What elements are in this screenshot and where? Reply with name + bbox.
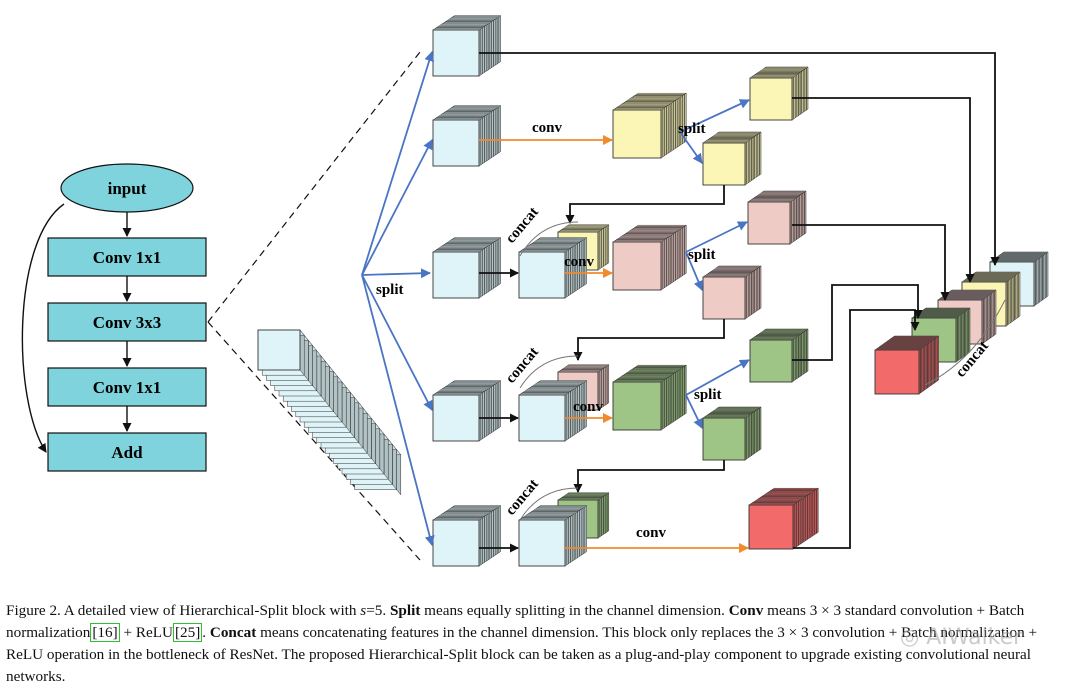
split-y4b: [702, 406, 762, 461]
skip-row5: [793, 309, 920, 549]
caption-ref-25[interactable]: [25]: [172, 623, 203, 642]
skip-row2: [792, 97, 975, 283]
conv3x3-label: Conv 3x3: [93, 313, 161, 332]
caption-concat: Concat: [209, 624, 257, 641]
watermark: ◎ AIWalker: [900, 625, 1023, 650]
split-y2b: [702, 131, 762, 186]
split-arrow-row3a: [685, 221, 748, 253]
concat-arc: [519, 221, 579, 257]
caption-split-text: means equally splitting in the channel d…: [420, 602, 729, 619]
split-arrow-5: [361, 274, 435, 546]
split-y3b: [702, 265, 762, 320]
split-arrow-4: [361, 274, 433, 411]
caption-s: s: [360, 602, 367, 619]
input-label: input: [108, 179, 147, 198]
split-arrow-row4a: [685, 359, 750, 396]
split-arrow-2: [361, 139, 433, 276]
conv3x3-box: [47, 302, 207, 342]
caption-concat-text: means concatenating features in the chan…: [6, 624, 1038, 685]
hierarchical-split-diagram: input Conv 1x1 Conv 3x3 Conv 1x1 Add spl…: [21, 15, 1049, 567]
conv-label-row2: conv: [532, 120, 563, 136]
split-arrow-row4b: [685, 394, 703, 429]
split-x1: [432, 15, 502, 77]
caption-conv: Conv: [728, 602, 764, 619]
caption-mid: + ReLU: [119, 624, 173, 641]
input-feature-stack: [257, 329, 402, 496]
concat-label-row3: concat: [503, 204, 542, 246]
concat-in-4: [518, 380, 588, 442]
conv1x1-label: Conv 1x1: [93, 248, 161, 267]
concat-arc: [519, 355, 579, 389]
conv-out-3: [612, 224, 688, 291]
conv-label-row5: conv: [636, 525, 667, 541]
final-red: [874, 335, 940, 395]
caption-conv-text: means 3 × 3 standard convolution + Batch…: [6, 602, 1025, 641]
down-row4: [573, 460, 725, 493]
caption-dot: .: [202, 624, 210, 641]
split-label-main: split: [376, 282, 404, 298]
split-y4a: [749, 328, 809, 383]
split-x5: [432, 505, 502, 567]
conv1x1b-box: [47, 367, 207, 407]
skip-row4: [792, 284, 923, 361]
figure-caption: Figure 2. A detailed view of Hierarchica…: [6, 600, 1074, 688]
skip-row3: [792, 224, 950, 301]
caption-split: Split: [389, 602, 421, 619]
skip-connection-arrow: [21, 203, 65, 453]
split-y2a: [749, 66, 809, 121]
conv-label-row3: conv: [564, 254, 595, 270]
split-y3a: [747, 190, 807, 245]
split-arrow-1: [361, 51, 435, 276]
concat-in-5: [518, 505, 588, 567]
split-x3: [432, 237, 502, 299]
split-x4: [432, 380, 502, 442]
conv-out-4: [612, 364, 688, 431]
split-arrow-3: [361, 268, 431, 279]
split-arrow-row2a: [679, 99, 750, 133]
conv1x1-box: [47, 237, 207, 277]
split-arrow-row3b: [685, 251, 704, 291]
split-arrow-row2b: [679, 131, 703, 164]
concat-in-3: [518, 237, 588, 299]
concat-arc: [519, 487, 579, 521]
down-row3: [573, 319, 725, 361]
split-label-row3: split: [688, 247, 716, 263]
split-x2: [432, 105, 502, 167]
flowchart: input Conv 1x1 Conv 3x3 Conv 1x1 Add: [21, 163, 207, 472]
split-label-row4: split: [694, 387, 722, 403]
caption-s-val: =5.: [366, 602, 390, 619]
add-box: [47, 432, 207, 472]
conv1x1b-label: Conv 1x1: [93, 378, 161, 397]
down-row2: [565, 185, 725, 224]
split-label-row2: split: [678, 121, 706, 137]
concat-arc: [924, 299, 1006, 386]
caption-prefix: Figure 2. A detailed view of Hierarchica…: [6, 602, 361, 619]
watermark-text: AIWalker: [926, 625, 1023, 650]
diagram-labels: split conv split concat conv split conca…: [376, 120, 1006, 541]
add-label: Add: [111, 443, 143, 462]
conv-label-row4: conv: [573, 399, 604, 415]
connectors: [361, 51, 1000, 553]
conv-out-2: [612, 92, 688, 159]
zoom-line: [207, 51, 421, 323]
conv-out-5: [748, 487, 820, 550]
skip-row1: [479, 52, 1000, 266]
concat-label-row4: concat: [503, 344, 542, 386]
caption-ref-16[interactable]: [16]: [90, 623, 120, 642]
zoom-line: [207, 321, 421, 561]
feature-blocks: [257, 15, 1049, 567]
